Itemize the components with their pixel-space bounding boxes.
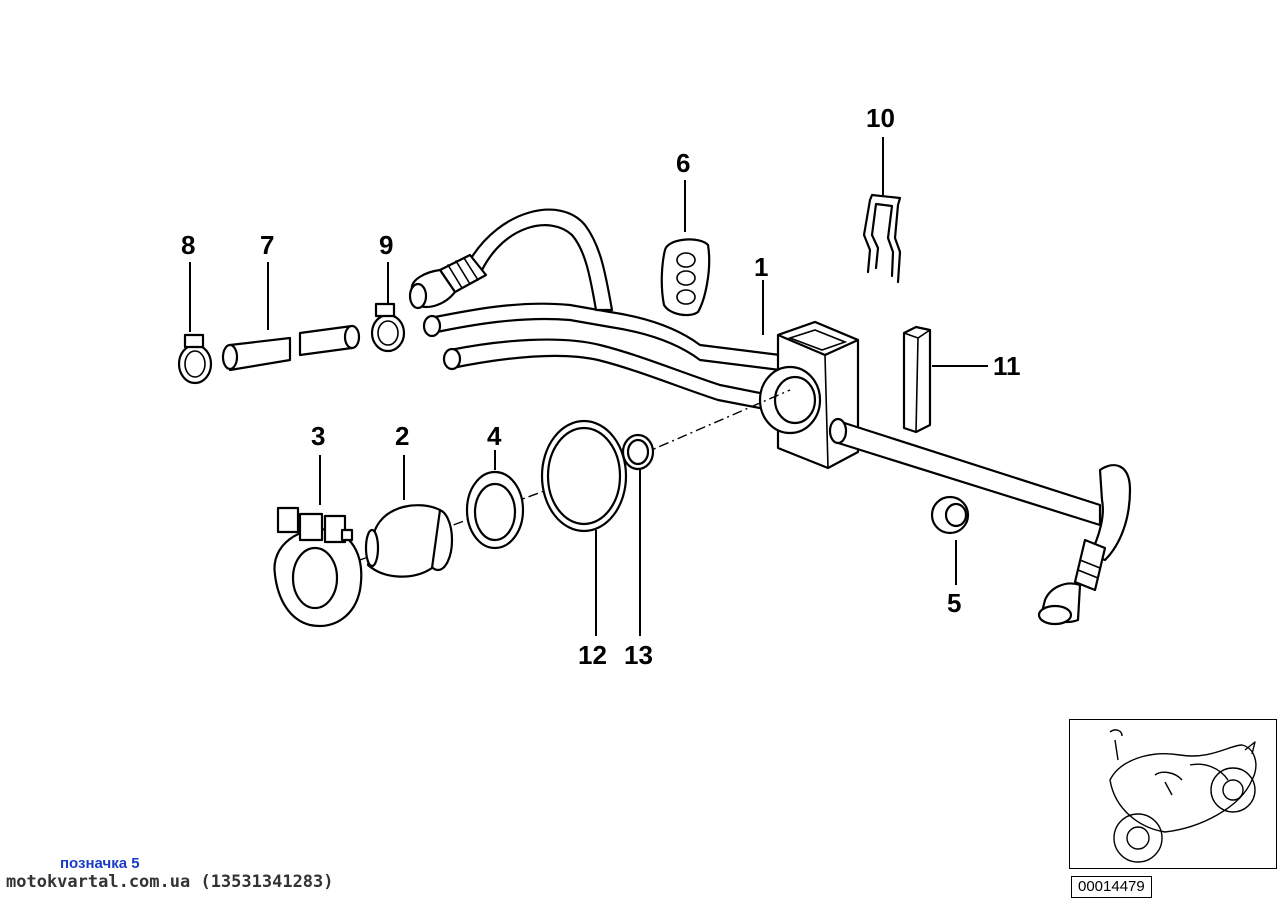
part-7-hose (221, 324, 361, 372)
part-6-holder (660, 238, 711, 317)
part-9-clip (370, 302, 406, 353)
part-12-o-ring (540, 419, 628, 533)
callout-13: 13 (624, 640, 653, 670)
callout-7: 7 (260, 230, 274, 260)
callout-5: 5 (947, 588, 961, 618)
callout-2: 2 (395, 421, 409, 451)
callout-6: 6 (676, 148, 690, 178)
part-10-wire-clip (862, 193, 902, 284)
callout-3: 3 (311, 421, 325, 451)
leader-lines (189, 137, 988, 636)
callout-12: 12 (578, 640, 607, 670)
motorcycle-icon (1109, 729, 1257, 863)
callout-9: 9 (379, 230, 393, 260)
callout-4: 4 (487, 421, 502, 451)
reference-number-box: 00014479 (1071, 876, 1152, 898)
part-8-clip (177, 333, 213, 385)
part-3-clamp (273, 506, 363, 628)
callout-11: 11 (993, 351, 1021, 381)
part-13-o-ring (621, 433, 655, 471)
watermark-text: motokvartal.com.ua (13531341283) (6, 872, 334, 892)
caption-label: позначка 5 (60, 855, 140, 872)
part-2-cap (364, 504, 454, 578)
callout-8: 8 (181, 230, 195, 260)
callout-10: 10 (866, 103, 895, 133)
part-11-strip (902, 325, 932, 434)
motorcycle-thumbnail (1069, 719, 1277, 869)
part-4-ring (465, 470, 525, 550)
pipe-assembly (408, 208, 1132, 626)
callout-1: 1 (754, 252, 768, 282)
part-5-grommet (930, 495, 970, 535)
